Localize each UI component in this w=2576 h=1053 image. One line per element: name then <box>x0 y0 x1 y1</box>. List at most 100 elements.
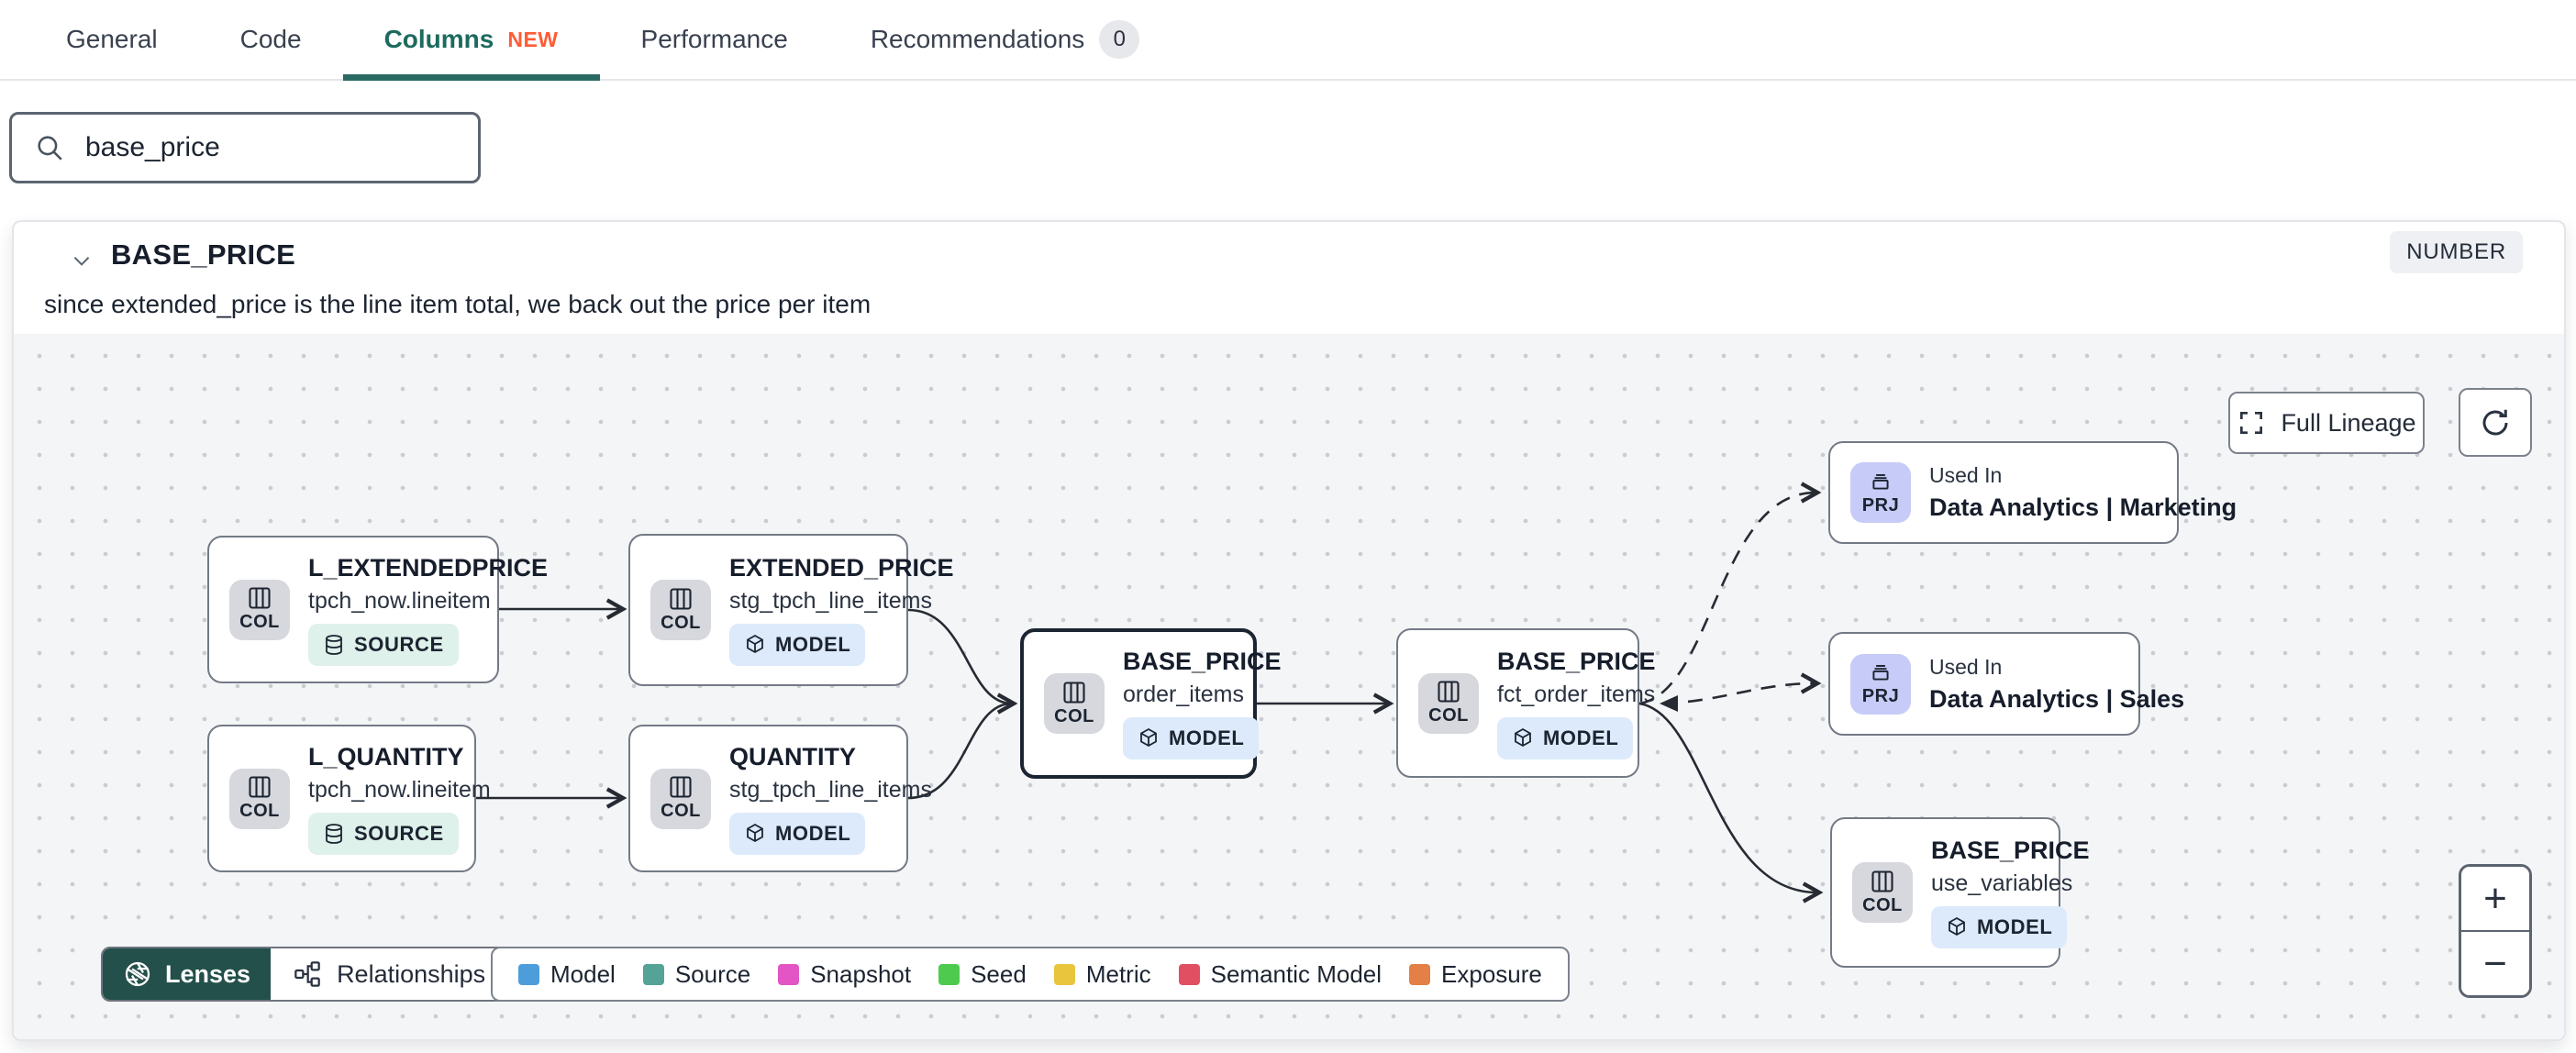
lineage-node-l-quantity[interactable]: COL L_QUANTITY tpch_now.lineitem SOURCE <box>207 725 491 872</box>
model-tag: MODEL <box>1497 716 1634 759</box>
legend-swatch <box>1178 963 1200 985</box>
lineage-node-extended-price[interactable]: COL EXTENDED_PRICE stg_tpch_line_items M… <box>628 534 954 686</box>
node-title: BASE_PRICE <box>1931 837 2090 864</box>
node-title: BASE_PRICE <box>1497 647 1656 675</box>
model-cube-icon <box>1515 727 1531 747</box>
full-lineage-button[interactable]: Full Lineage <box>2228 392 2425 454</box>
aperture-icon <box>125 961 150 987</box>
tab-code[interactable]: Code <box>239 25 302 53</box>
expand-icon <box>2240 412 2263 434</box>
node-title: BASE_PRICE <box>1123 648 1282 675</box>
recommendations-count-badge: 0 <box>1099 20 1140 59</box>
column-badge: COL <box>1852 862 1913 923</box>
node-subtitle: stg_tpch_line_items <box>729 588 932 614</box>
lineage-node-exposure-marketing[interactable]: PRJ Used In Data Analytics | Marketing <box>1828 441 2237 544</box>
lineage-node-base-price-use-variables[interactable]: COL BASE_PRICE use_variables MODEL <box>1830 817 2090 968</box>
node-subtitle: use_variables <box>1931 870 2073 896</box>
legend-item-snapshot: Snapshot <box>778 960 911 989</box>
column-title: BASE_PRICE <box>111 238 296 271</box>
node-title: Data Analytics | Sales <box>1929 684 2185 713</box>
collapse-chevron-icon[interactable] <box>65 244 98 277</box>
tab-recommendations[interactable]: Recommendations 0 <box>829 0 1181 79</box>
lineage-node-base-price-fct-order-items[interactable]: COL BASE_PRICE fct_order_items MODEL <box>1396 628 1656 778</box>
legend-item-seed: Seed <box>938 960 1027 989</box>
tab-bar: General Code Columns NEW Performance Rec… <box>0 0 2576 81</box>
legend-item-exposure: Exposure <box>1409 960 1542 989</box>
project-badge: PRJ <box>1850 462 1911 523</box>
node-subtitle: stg_tpch_line_items <box>729 776 932 803</box>
node-subtitle: tpch_now.lineitem <box>308 776 491 803</box>
legend-item-semantic-model: Semantic Model <box>1178 960 1382 989</box>
refresh-button[interactable] <box>2459 388 2532 457</box>
reverse-arrowhead <box>1660 695 1678 712</box>
column-type-badge: NUMBER <box>2390 231 2523 273</box>
tab-columns[interactable]: Columns NEW <box>342 0 600 81</box>
columns-icon <box>249 776 271 798</box>
legend-item-model: Model <box>518 960 616 989</box>
column-badge: COL <box>229 579 290 640</box>
node-kicker: Used In <box>1929 654 2003 679</box>
node-title: EXTENDED_PRICE <box>729 554 954 582</box>
lenses-button[interactable]: Lenses <box>103 948 272 1000</box>
column-badge: COL <box>1418 672 1479 734</box>
columns-icon <box>1063 681 1085 704</box>
column-description: since extended_price is the line item to… <box>44 290 872 318</box>
legend-item-metric: Metric <box>1053 960 1151 989</box>
lineage-edges <box>476 334 2564 1039</box>
zoom-controls: + − <box>2459 864 2532 998</box>
model-tag: MODEL <box>729 812 866 855</box>
zoom-out-button[interactable]: − <box>2461 932 2529 995</box>
column-badge: COL <box>229 768 290 829</box>
node-subtitle: tpch_now.lineitem <box>308 587 491 614</box>
model-tag: MODEL <box>1931 906 2068 948</box>
archive-icon <box>1872 473 1889 490</box>
lineage-node-exposure-sales[interactable]: PRJ Used In Data Analytics | Sales <box>1828 632 2184 736</box>
column-search[interactable] <box>9 112 481 183</box>
archive-icon <box>1872 664 1889 681</box>
columns-icon <box>249 587 271 609</box>
node-subtitle: fct_order_items <box>1497 681 1656 707</box>
node-title: L_QUANTITY <box>308 742 464 770</box>
columns-icon <box>1438 681 1460 703</box>
zoom-in-button[interactable]: + <box>2461 867 2529 932</box>
model-tag: MODEL <box>729 624 866 666</box>
column-panel-header: BASE_PRICE NUMBER since extended_price i… <box>14 222 2564 334</box>
new-badge: NEW <box>507 27 559 51</box>
model-cube-icon <box>747 823 763 842</box>
source-tag: SOURCE <box>308 623 459 666</box>
refresh-icon <box>2482 409 2508 435</box>
model-cube-icon <box>747 634 763 654</box>
column-badge: COL <box>650 768 711 829</box>
lineage-node-base-price-order-items[interactable]: COL BASE_PRICE order_items MODEL <box>1020 628 1282 779</box>
legend-swatch <box>938 963 960 985</box>
tab-performance[interactable]: Performance <box>640 25 788 53</box>
source-tag: SOURCE <box>308 812 459 855</box>
node-subtitle: order_items <box>1123 682 1244 707</box>
search-icon <box>38 136 62 161</box>
node-type-legend: Model Source Snapshot Seed Metric Semant… <box>491 947 1570 1002</box>
node-title: QUANTITY <box>729 742 856 770</box>
lineage-node-l-extendedprice[interactable]: COL L_EXTENDEDPRICE tpch_now.lineitem SO… <box>207 536 548 683</box>
model-cube-icon <box>1949 916 1965 937</box>
column-badge: COL <box>1044 673 1105 734</box>
tab-general[interactable]: General <box>66 25 158 53</box>
node-title: Data Analytics | Marketing <box>1929 493 2237 521</box>
column-badge: COL <box>650 580 711 640</box>
lineage-node-quantity[interactable]: COL QUANTITY stg_tpch_line_items MODEL <box>628 725 932 872</box>
model-cube-icon <box>1140 727 1157 748</box>
project-badge: PRJ <box>1850 653 1911 715</box>
legend-item-source: Source <box>642 960 750 989</box>
legend-swatch <box>1409 963 1431 985</box>
column-panel: BASE_PRICE NUMBER since extended_price i… <box>12 220 2566 1041</box>
relationships-icon <box>294 961 320 987</box>
database-icon <box>326 634 342 655</box>
lineage-canvas[interactable]: COL L_EXTENDEDPRICE tpch_now.lineitem SO… <box>14 334 2564 1039</box>
legend-swatch <box>518 963 539 985</box>
legend-swatch <box>778 963 800 985</box>
columns-icon <box>1871 870 1893 892</box>
columns-icon <box>670 776 692 798</box>
model-tag: MODEL <box>1123 717 1260 759</box>
database-icon <box>326 823 342 844</box>
search-input[interactable] <box>83 131 456 164</box>
node-title: L_EXTENDEDPRICE <box>308 553 549 582</box>
